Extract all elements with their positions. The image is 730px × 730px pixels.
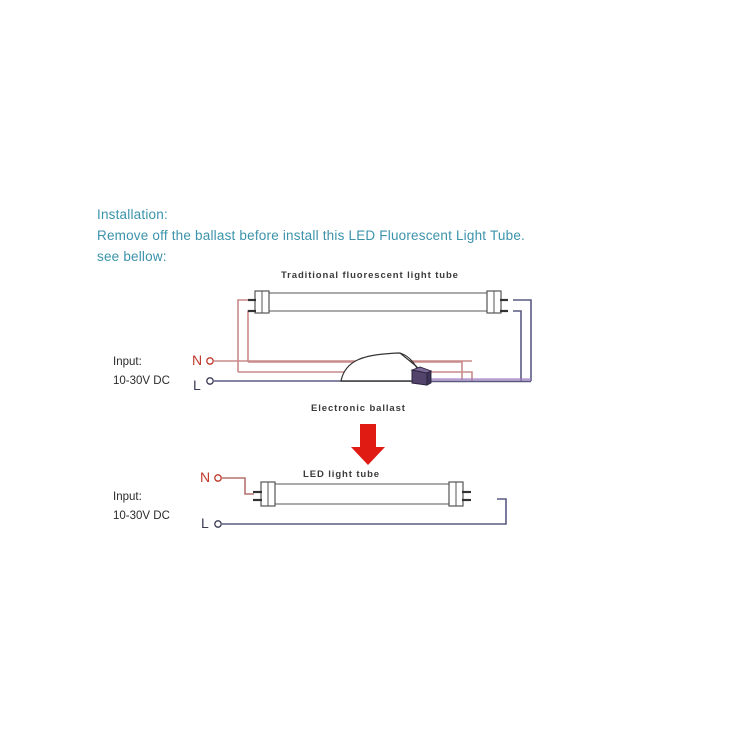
bottom-terminal-l-dot <box>214 520 222 528</box>
ballast-connector <box>410 366 433 386</box>
electronic-ballast-label: Electronic ballast <box>311 403 406 414</box>
traditional-fluorescent-tube <box>248 290 508 314</box>
led-light-tube <box>253 481 471 507</box>
top-blue-wire-inner <box>513 310 522 381</box>
top-terminal-l-dot <box>206 377 214 385</box>
top-red-wire-return-inner <box>248 361 463 380</box>
top-terminal-n-label: N <box>192 352 202 368</box>
top-terminal-l-label: L <box>193 377 201 393</box>
downward-red-arrow-icon <box>351 424 385 465</box>
bottom-input-label-line1: Input: <box>113 491 142 503</box>
top-red-wire-inner <box>247 310 254 362</box>
top-input-label-line2: 10-30V DC <box>113 375 170 387</box>
top-red-wire-return-outer <box>238 371 473 381</box>
bottom-input-label-line2: 10-30V DC <box>113 510 170 522</box>
electronic-ballast <box>340 352 433 386</box>
instruction-line-3: see bellow: <box>97 249 167 264</box>
instruction-line-2: Remove off the ballast before install th… <box>97 228 525 243</box>
top-input-label-line1: Input: <box>113 356 142 368</box>
bottom-l-wire <box>222 498 507 525</box>
bottom-terminal-l-label: L <box>201 515 209 531</box>
led-tube-title: LED light tube <box>303 469 380 480</box>
bottom-terminal-n-dot <box>214 474 222 482</box>
instruction-line-1: Installation: <box>97 207 168 222</box>
traditional-tube-title: Traditional fluorescent light tube <box>281 270 459 281</box>
top-blue-wire-outer <box>513 299 532 381</box>
bottom-terminal-n-label: N <box>200 469 210 485</box>
top-terminal-n-dot <box>206 357 214 365</box>
bottom-n-wire <box>222 477 254 495</box>
